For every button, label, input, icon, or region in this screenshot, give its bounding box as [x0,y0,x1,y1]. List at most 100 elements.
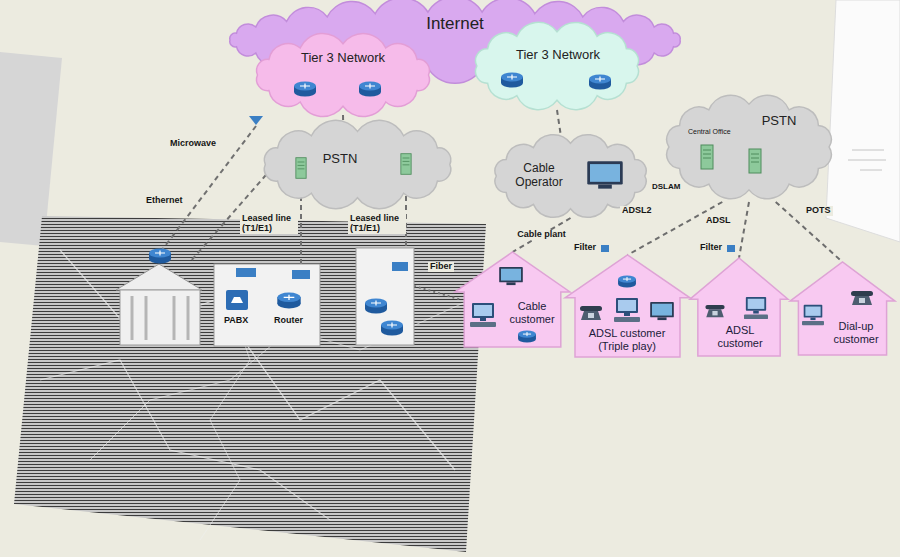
scanned-photo [14,216,486,552]
office-label: Central Office [686,128,733,136]
network-link [513,218,571,252]
node-label: Dial-up customer [826,320,886,345]
line-type-label: ADSL [704,216,733,226]
node-label: Cable customer [505,300,559,325]
node-label: ADSL customer (Triple play) [577,327,677,352]
filter-symbol [727,245,735,252]
network-cloud: Tier 3 Network [248,35,438,115]
tower-symbol [296,158,306,179]
tv-symbol [499,267,523,285]
phone-symbol [705,305,724,317]
node-label: Tier 3 Network [273,51,413,66]
office-building [277,293,300,309]
school-building [149,249,171,264]
equipment-label: PABX [222,316,250,326]
cloud-shape [495,135,646,218]
cloud-shape [667,95,832,198]
network-link [557,110,561,134]
node-label: Internet [395,14,515,34]
office-building [214,264,320,346]
third-building [356,248,414,345]
house-shape [455,252,570,347]
pc-symbol [614,298,640,322]
line-type-label: ADSL2 [620,206,654,216]
third-building [392,262,408,271]
edge-label: Cable plant [515,230,568,240]
office-building [236,268,256,277]
office-building [214,264,320,346]
network-lines [414,286,462,300]
node-label: ADSL customer [712,324,768,349]
school-building [132,296,188,340]
cloud-outline [468,22,646,110]
equipment-label: Router [272,316,305,326]
router-symbol [618,275,636,287]
pabx-symbol [226,290,248,310]
node-label: Tier 3 Network [488,48,628,63]
network-link [776,202,843,262]
cloud-shape [257,33,430,116]
router-symbol [294,82,316,97]
third-building [356,248,414,345]
cloud-outline [660,92,838,202]
router-symbol [501,73,523,88]
customer-house: Dial-up customer [790,262,895,355]
tv-symbol [650,302,674,320]
pabx-symbol [231,297,243,303]
customer-house: Cable customer [455,252,570,347]
pc-symbol [470,303,496,327]
tower-symbol [401,154,411,175]
school-building [116,249,202,346]
tower-symbol [701,145,713,169]
microwave-antenna [249,116,263,125]
line-type-label: POTS [804,206,833,216]
cloud-outline [248,35,438,115]
paper-fragment [848,150,886,170]
school-building [116,264,202,290]
scanned-photo [14,216,486,552]
link-label: Ethernet [144,196,185,206]
third-building [381,321,403,336]
pstn-cloud: PSTN [255,122,460,207]
filter-symbol [601,245,609,252]
scanned-photo [40,360,430,520]
third-building [365,299,387,314]
node-label: PSTN [755,114,803,129]
phone-symbol [851,291,873,305]
office-building [292,270,310,279]
customer-house: ADSL customer (Triple play) [565,255,690,357]
link-label: Fiber [428,262,454,272]
paper-fragment [826,0,900,242]
house-shape [690,258,788,356]
router-symbol [518,330,536,342]
house-outline [455,252,570,347]
network-cloud: Tier 3 Network [468,22,646,110]
house-shape [565,255,690,357]
link-label: Leased line (T1/E1) [348,214,406,234]
node-label: PSTN [310,152,370,167]
link-label: Leased line (T1/E1) [240,214,298,234]
pc-symbol [744,297,768,319]
school-building [120,290,200,345]
tower-symbol [749,149,761,173]
router-symbol [359,82,381,97]
router-symbol [589,75,611,90]
node-label: Cable Operator [508,162,570,190]
filter-label: Filter [698,243,724,253]
filter-label: Filter [572,243,598,253]
phone-symbol [580,306,602,320]
cloud-shape [476,22,639,109]
link-label: Microwave [168,139,218,149]
cloud-outline [255,122,460,207]
network-link [739,202,749,258]
customer-house: ADSL customer [690,258,788,356]
tv-symbol [587,161,622,188]
pstn-cloud: PSTN [660,92,838,202]
house-shape [790,262,895,355]
internet-cloud: InternetTier 3 Network Tier 3 Network [205,0,705,118]
equipment-label: DSLAM [650,183,682,192]
pc-symbol [802,305,824,325]
paper-fragment [826,0,900,242]
pabx-symbol [226,290,248,310]
